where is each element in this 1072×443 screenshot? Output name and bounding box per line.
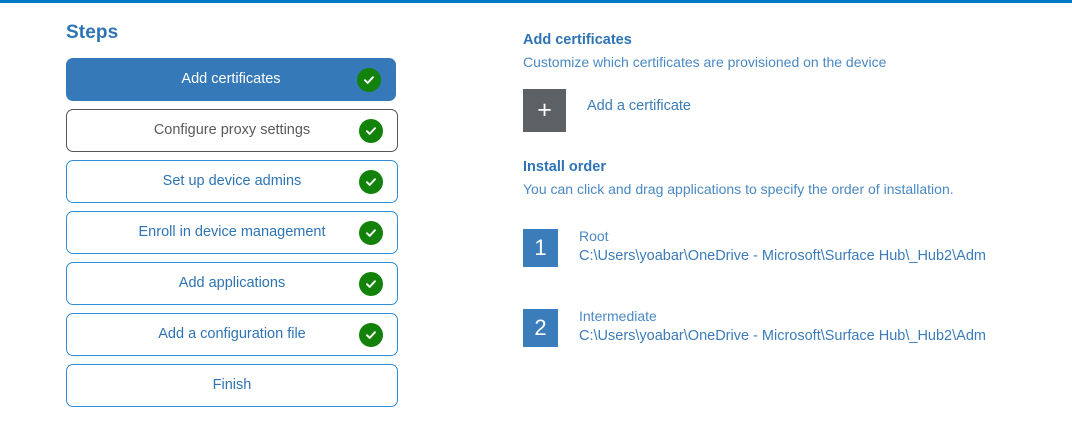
step-complete-check-icon bbox=[357, 67, 381, 92]
step-button-add-applications[interactable]: Add applications bbox=[66, 262, 398, 305]
plus-icon: + bbox=[537, 96, 552, 124]
step-button-configure-proxy-settings[interactable]: Configure proxy settings bbox=[66, 109, 398, 152]
step-complete-check-icon bbox=[359, 220, 383, 245]
add-certificate-label[interactable]: Add a certificate bbox=[587, 98, 691, 114]
install-order-path: C:\Users\yoabar\OneDrive - Microsoft\Sur… bbox=[579, 248, 986, 264]
step-label: Enroll in device management bbox=[138, 224, 326, 240]
step-button-finish[interactable]: Finish bbox=[66, 364, 398, 407]
install-order-list: 1 Root C:\Users\yoabar\OneDrive - Micros… bbox=[523, 227, 1053, 347]
install-order-item[interactable]: 1 Root C:\Users\yoabar\OneDrive - Micros… bbox=[523, 227, 1053, 267]
install-order-name: Root bbox=[579, 228, 609, 244]
add-certificate-row: + Add a certificate bbox=[523, 89, 1053, 132]
step-button-set-up-device-admins[interactable]: Set up device admins bbox=[66, 160, 398, 203]
step-complete-check-icon bbox=[359, 322, 383, 347]
steps-panel: Steps Add certificates Configure proxy s… bbox=[66, 22, 401, 415]
detail-heading: Add certificates bbox=[523, 32, 632, 48]
detail-description: Customize which certificates are provisi… bbox=[523, 54, 887, 70]
install-order-item[interactable]: 2 Intermediate C:\Users\yoabar\OneDrive … bbox=[523, 307, 1053, 347]
add-certificate-button[interactable]: + bbox=[523, 89, 566, 132]
install-order-section: Install order You can click and drag app… bbox=[523, 158, 1053, 347]
step-complete-check-icon bbox=[359, 271, 383, 296]
install-order-text: Intermediate C:\Users\yoabar\OneDrive - … bbox=[579, 307, 986, 346]
step-label: Add applications bbox=[178, 275, 286, 291]
step-button-add-certificates[interactable]: Add certificates bbox=[66, 58, 396, 101]
step-label: Add a configuration file bbox=[158, 326, 306, 342]
install-order-name: Intermediate bbox=[579, 308, 657, 324]
steps-title: Steps bbox=[66, 22, 119, 43]
install-order-text: Root C:\Users\yoabar\OneDrive - Microsof… bbox=[579, 227, 986, 266]
install-order-number: 1 bbox=[523, 229, 558, 267]
top-accent-rule bbox=[0, 0, 1072, 3]
step-label: Set up device admins bbox=[162, 173, 302, 189]
step-button-enroll-in-device-management[interactable]: Enroll in device management bbox=[66, 211, 398, 254]
step-label: Configure proxy settings bbox=[153, 122, 311, 138]
step-button-add-a-configuration-file[interactable]: Add a configuration file bbox=[66, 313, 398, 356]
page-root: Steps Add certificates Configure proxy s… bbox=[0, 3, 1072, 443]
step-label: Add certificates bbox=[181, 71, 281, 87]
install-order-heading: Install order bbox=[523, 159, 606, 175]
step-label: Finish bbox=[212, 377, 252, 393]
detail-panel: Add certificates Customize which certifi… bbox=[523, 31, 1053, 389]
install-order-description: You can click and drag applications to s… bbox=[523, 181, 954, 197]
install-order-number: 2 bbox=[523, 309, 558, 347]
step-complete-check-icon bbox=[359, 118, 383, 143]
install-order-path: C:\Users\yoabar\OneDrive - Microsoft\Sur… bbox=[579, 328, 986, 344]
step-complete-check-icon bbox=[359, 169, 383, 194]
